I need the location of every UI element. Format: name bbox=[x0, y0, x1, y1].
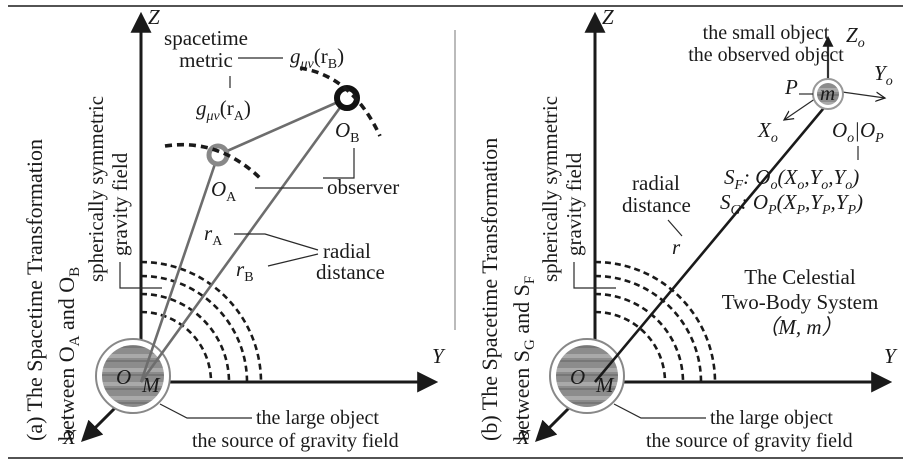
panel-b-caption: (b) The Spacetime Transformation between… bbox=[477, 138, 538, 441]
frame-sg-equation: SG: OP(XP,YP,YP) bbox=[720, 190, 863, 218]
metric-g-rb: gμν(rB) bbox=[290, 44, 344, 72]
panel-a-caption: (a) The Spacetime Transformation between… bbox=[22, 139, 83, 441]
field-label-line1-a: spherically symmetric bbox=[84, 96, 108, 282]
panel-a-caption-line2: between OA and OB bbox=[54, 267, 83, 441]
small-object-label-line1: the small object bbox=[703, 22, 830, 44]
ray-to-ob bbox=[139, 97, 349, 383]
panel-a: (a) The Spacetime Transformation between… bbox=[22, 5, 446, 452]
panel-a-caption-line1: (a) The Spacetime Transformation bbox=[22, 139, 47, 441]
radial-leader-b bbox=[667, 219, 683, 237]
metric-label-line2: metric bbox=[179, 48, 233, 72]
axis-y-label-a: Y bbox=[432, 344, 446, 368]
field-label-line2-b: gravity field bbox=[562, 152, 586, 256]
field-leader-a bbox=[119, 262, 162, 289]
frame-sf-equation: SF: Oo(Xo,Yo,Yo) bbox=[724, 165, 859, 193]
point-p-label: P bbox=[784, 75, 798, 99]
observer-leader-b bbox=[323, 148, 355, 179]
observer-ob-label: OB bbox=[335, 118, 360, 146]
radial-label-line2-b: distance bbox=[622, 193, 691, 217]
observer-label: observer bbox=[327, 175, 399, 199]
radial-leader-b bbox=[267, 253, 319, 267]
metric-surface-oa bbox=[164, 142, 262, 180]
metric-label-line1: spacetime bbox=[164, 26, 248, 50]
mass-label-a: M bbox=[141, 373, 161, 397]
r-label-b: r bbox=[672, 235, 681, 259]
radial-label-line1-b: radial bbox=[632, 171, 680, 195]
axis-yo-label: Yo bbox=[874, 61, 893, 89]
large-object-planet-b bbox=[549, 338, 625, 414]
large-object-label-line2-b: the source of gravity field bbox=[646, 430, 853, 452]
ray-to-oa bbox=[139, 154, 220, 383]
metric-g-ra: gμν(rA) bbox=[196, 96, 251, 124]
large-object-label-line1-a: the large object bbox=[256, 407, 379, 429]
radial-line-b bbox=[594, 102, 829, 383]
panel-b: (b) The Spacetime Transformation between… bbox=[477, 5, 898, 452]
panel-b-caption-line1: (b) The Spacetime Transformation bbox=[477, 138, 502, 441]
origin-label-b: O bbox=[570, 365, 585, 389]
small-object-label-line2: the observed object bbox=[688, 44, 844, 66]
axis-x-label-a: X bbox=[62, 425, 77, 449]
small-object-planet bbox=[812, 78, 844, 110]
celestial-label-line2: Two-Body System bbox=[722, 290, 879, 314]
axis-y-label-b: Y bbox=[884, 344, 898, 368]
observer-oa-label: OA bbox=[211, 177, 237, 205]
mass-label-b: M bbox=[595, 373, 615, 397]
radial-label-line2-a: distance bbox=[316, 260, 385, 284]
large-object-label-line1-b: the large object bbox=[710, 407, 833, 429]
field-leader-b bbox=[573, 262, 616, 289]
r-a-label: rA bbox=[204, 221, 223, 249]
gravity-field-arcs-b bbox=[594, 260, 717, 383]
large-object-leader-a bbox=[159, 403, 252, 419]
field-label-line1-b: spherically symmetric bbox=[538, 96, 562, 282]
r-b-label: rB bbox=[236, 257, 254, 285]
large-object-leader-b bbox=[613, 403, 706, 419]
radial-label-line1-a: radial bbox=[323, 239, 371, 263]
axis-zo-label: Zo bbox=[846, 23, 865, 51]
large-object-label-line2-a: the source of gravity field bbox=[192, 430, 399, 452]
axis-xo-label: Xo bbox=[757, 118, 778, 146]
field-label-line2-a: gravity field bbox=[108, 152, 132, 256]
panel-b-caption-line2: between SG and SF bbox=[509, 276, 538, 441]
gravity-field-arcs-a bbox=[140, 260, 263, 383]
origin-label-a: O bbox=[116, 365, 131, 389]
radial-leader-a bbox=[234, 233, 319, 251]
axis-z-label-b: Z bbox=[602, 5, 614, 29]
metric-surface-ob bbox=[299, 66, 382, 137]
link-oa-ob bbox=[217, 96, 348, 157]
celestial-label-line1: The Celestial bbox=[744, 265, 856, 289]
small-mass-label: m bbox=[820, 81, 835, 105]
celestial-label-line3: （M, m） bbox=[757, 315, 842, 339]
axis-x-label-b: X bbox=[516, 425, 531, 449]
origin-oo-op-label: Oo|OP bbox=[832, 118, 884, 146]
axis-z-label-a: Z bbox=[148, 5, 160, 29]
